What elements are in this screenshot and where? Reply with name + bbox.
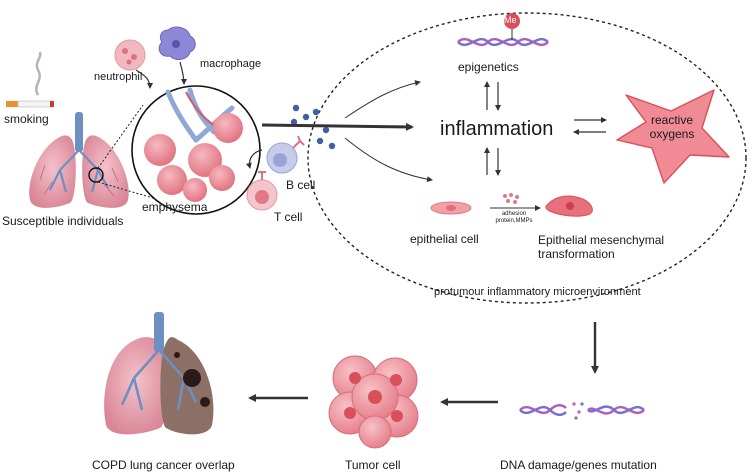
zoom-line-top: [97, 104, 144, 169]
emt-line1: Epithelial mesenchymal: [538, 233, 665, 247]
emt-line2: transformation: [538, 247, 615, 261]
dna-methylation-icon: [457, 13, 549, 47]
cytokine-dots: [290, 104, 336, 150]
reactive-oxygens-star: [616, 89, 730, 184]
b-cell-label: B cell: [286, 178, 316, 192]
dna-damage-icon: [519, 402, 645, 420]
adhesion-line2: protein,MMPs: [495, 218, 533, 224]
reactive-oxygens-line2: oxygens: [649, 127, 695, 141]
copd-overlap-label: COPD lung cancer overlap: [92, 458, 235, 472]
reactive-oxygens-label: reactive oxygens: [637, 113, 707, 141]
macrophage-icon: [158, 26, 196, 60]
copd-cancer-lungs-icon: [104, 312, 214, 435]
mesenchymal-cell-nucleus: [566, 202, 574, 210]
neutrophil-icon: [114, 39, 146, 71]
arrow-to-epithelial-side: [344, 137, 433, 183]
cigarette-icon: [6, 51, 54, 108]
adhesion-protein-label: adhesion protein,MMPs: [486, 211, 542, 225]
zoom-line-bottom: [97, 181, 161, 201]
t-cell-icon: [246, 171, 278, 211]
microenvironment-boundary: [307, 12, 747, 304]
emphysema-label: emphysema: [142, 200, 208, 214]
epigenetics-label: epigenetics: [458, 60, 519, 74]
lungs-icon: [29, 112, 129, 208]
emt-label: Epithelial mesenchymal transformation: [538, 233, 664, 261]
adhesion-line1: adhesion: [501, 211, 527, 217]
arrow-to-epigenetics-side: [344, 80, 421, 119]
macrophage-label: macrophage: [200, 58, 262, 70]
tumor-cell-label: Tumor cell: [345, 458, 401, 472]
zoom-focus-marker: [88, 167, 104, 183]
epithelial-cell-nucleus: [446, 205, 456, 211]
tumor-cell-cluster-icon: [328, 355, 419, 449]
adhesion-protein-dots: [503, 193, 519, 204]
smoking-label: smoking: [4, 112, 49, 126]
methyl-tag-label: Me: [504, 15, 517, 25]
neutrophil-label: neutrophil: [94, 71, 143, 83]
susceptible-individuals-label: Susceptible individuals: [2, 214, 124, 228]
main-arrow-to-inflammation: [261, 122, 414, 131]
reactive-oxygens-line1: reactive: [650, 113, 694, 127]
dna-damage-label: DNA damage/genes mutation: [500, 458, 657, 472]
microenvironment-label: protumour inflammatory microenvironment: [434, 286, 641, 298]
t-cell-label: T cell: [274, 210, 303, 224]
inflammation-label: inflammation: [440, 118, 554, 140]
b-cell-icon: [266, 135, 305, 174]
emphysema-alveoli-illustration: [131, 85, 261, 215]
epithelial-cell-label: epithelial cell: [410, 232, 479, 246]
